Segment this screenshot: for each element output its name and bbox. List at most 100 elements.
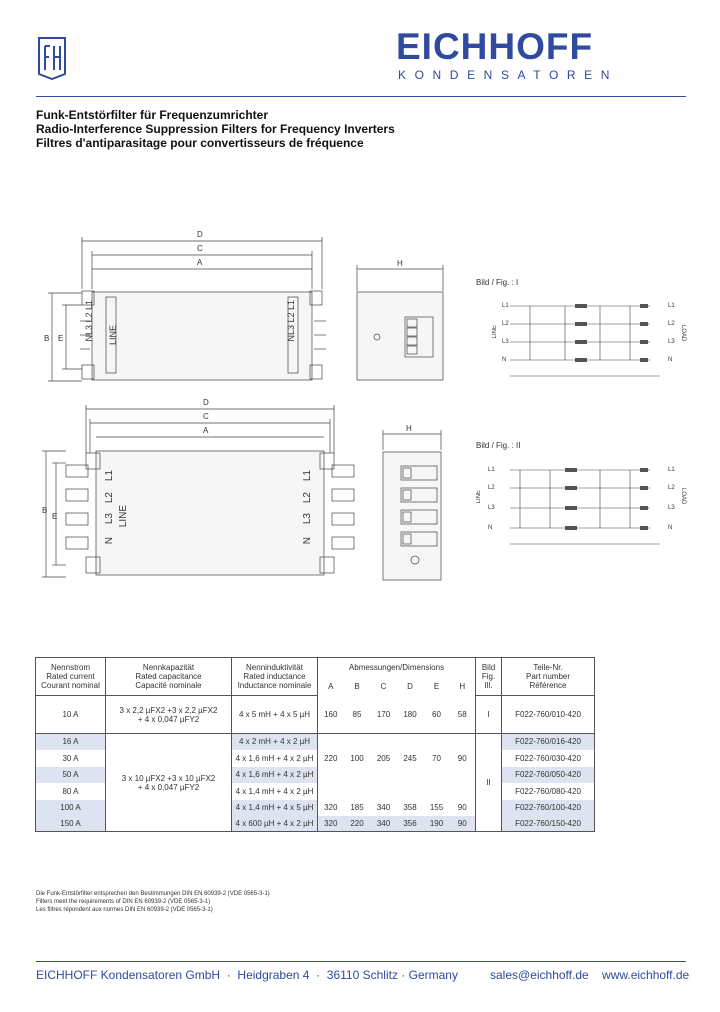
table-row: 30 A 4 x 1,6 mH + 4 x 2 µH 220 100 205 2… xyxy=(35,749,595,767)
filter-drawing-2-side xyxy=(382,430,442,581)
group2-capacitance-line1: 3 x 10 µFX2 +3 x 10 µFX2 xyxy=(121,773,216,783)
group2-dim-a: 220 xyxy=(324,753,338,763)
row1-capacitance: 3 x 2,2 µFX2 +3 x 2,2 µFX2 + 4 x 0,047 µ… xyxy=(105,695,232,734)
dim-label-e: E xyxy=(58,334,64,343)
footer-contact[interactable]: sales@eichhoff.de www.eichhoff.de xyxy=(490,968,690,982)
schem2-right-n: N xyxy=(668,525,673,531)
col-header-h: H xyxy=(459,682,466,691)
dim2-label-c: C xyxy=(203,412,209,421)
row5-part: F022-760/080-420 xyxy=(501,782,595,800)
schem1-left-l1: L1 xyxy=(502,303,509,309)
title-en: Radio-Interference Suppression Filters f… xyxy=(36,122,395,136)
row1-capacitance-line1: 3 x 2,2 µFX2 +3 x 2,2 µFX2 xyxy=(119,705,218,715)
group2b-dim-a: 320 xyxy=(324,803,338,812)
filter-drawing-2-front xyxy=(42,405,355,578)
col-header-d: D xyxy=(407,682,413,691)
row6-part: F022-760/100-420 xyxy=(501,799,595,816)
dim2-label-h: H xyxy=(406,424,412,433)
schematic-1 xyxy=(510,304,660,377)
row1-dim-h: 58 xyxy=(457,709,467,719)
row7-dim-a: 320 xyxy=(317,815,344,832)
row4-inductance: 4 x 1,6 mH + 4 x 2 µH xyxy=(231,766,318,783)
col-header-figure-en: Fig. xyxy=(481,672,496,681)
col-header-capacitance-de: Nennkapazität xyxy=(142,663,195,672)
group2-dim-h: 90 xyxy=(457,753,467,763)
row3-current: 30 A xyxy=(35,749,106,767)
row7-current: 150 A xyxy=(35,815,106,832)
figure-1-label: Bild / Fig. : I xyxy=(476,278,519,287)
table-row: 50 A 4 x 1,6 mH + 4 x 2 µH F022-760/050-… xyxy=(35,766,595,783)
row7-dim-c: 340 xyxy=(370,815,397,832)
drawing2-terminal-l2-left: L2 xyxy=(104,492,115,504)
group2b-dim-e: 155 xyxy=(429,803,444,812)
dim-label-d: D xyxy=(197,230,203,239)
col-header-capacitance-fr: Capacité nominale xyxy=(135,681,202,690)
row7-inductance: 4 x 600 µH + 4 x 2 µH xyxy=(231,815,318,832)
table-row: 150 A 4 x 600 µH + 4 x 2 µH 320 220 340 … xyxy=(35,815,595,832)
row1-dim-d: 180 xyxy=(403,709,417,719)
table-header-row: Nennstrom Rated current Courant nominal … xyxy=(35,657,595,696)
dim2-label-d: D xyxy=(203,398,209,407)
table-row: 10 A 3 x 2,2 µFX2 +3 x 2,2 µFX2 + 4 x 0,… xyxy=(35,695,595,734)
drawing2-terminal-n-left: N xyxy=(104,537,115,545)
schem2-line: LINE xyxy=(476,490,482,504)
drawing2-terminal-l3-left: L3 xyxy=(104,513,115,525)
col-header-e: E xyxy=(433,682,440,691)
col-header-part-fr: Référence xyxy=(529,681,567,690)
col-header-dimensions: Abmessungen/Dimensions xyxy=(317,657,476,678)
spec-table: Nennstrom Rated current Courant nominal … xyxy=(35,657,595,832)
dim-label-h: H xyxy=(397,259,403,268)
schem2-right-l1: L1 xyxy=(668,467,675,473)
row1-dim-b: 85 xyxy=(352,709,362,719)
row3-inductance: 4 x 1,6 mH + 4 x 2 µH xyxy=(231,749,318,767)
dim2-label-b: B xyxy=(42,506,48,515)
schem1-left-l3: L3 xyxy=(502,339,509,345)
row2-part: F022-760/016-420 xyxy=(501,733,595,750)
row2-current: 16 A xyxy=(35,733,106,750)
row4-part: F022-760/050-420 xyxy=(501,766,595,783)
col-header-part: Teile-Nr. Part number Référence xyxy=(501,657,595,696)
footnote-en: Filters meet the requirements of DIN EN … xyxy=(36,899,211,905)
drawing2-terminal-n-right: N xyxy=(302,537,313,545)
table-dim-header-row: A B C D E H xyxy=(36,678,595,696)
row7-part: F022-760/150-420 xyxy=(501,815,595,832)
footnote-fr: Les filtres répondent aux normes DIN EN … xyxy=(36,907,213,913)
schem1-right-l3: L3 xyxy=(668,339,675,345)
dim-label-a: A xyxy=(197,258,203,267)
row7-dim-h: 90 xyxy=(449,815,476,832)
footer-address: EICHHOFF Kondensatoren GmbH · Heidgraben… xyxy=(36,968,458,982)
brand-name: EICHHOFF xyxy=(396,26,594,67)
schem1-line: LINE xyxy=(492,325,498,339)
table-row: 80 A 4 x 1,4 mH + 4 x 2 µH F022-760/080-… xyxy=(35,782,595,800)
col-header-current-fr: Courant nominal xyxy=(41,681,100,690)
drawing2-terminal-l1-left: L1 xyxy=(104,470,115,482)
schem2-left-l3: L3 xyxy=(488,505,495,511)
col-header-figure-fr: Ill. xyxy=(484,681,493,690)
group2-capacitance-line2: + 4 x 0,047 µFY2 xyxy=(137,782,200,792)
group2-capacitance: 3 x 10 µFX2 +3 x 10 µFX2 + 4 x 0,047 µFY… xyxy=(105,733,232,832)
schem2-right-l3: L3 xyxy=(668,505,675,511)
filter-drawing-1-front xyxy=(48,237,326,382)
col-header-figure-de: Bild xyxy=(481,663,496,672)
col-header-b: B xyxy=(354,682,360,691)
drawing2-terminal-l1-right: L1 xyxy=(302,470,313,482)
col-header-inductance-fr: Inductance nominale xyxy=(237,681,312,690)
drawing2-line-word: LINE xyxy=(118,505,129,528)
dim2-label-a: A xyxy=(203,426,209,435)
row7-dim-b: 220 xyxy=(343,815,371,832)
drawing2-terminal-l2-right: L2 xyxy=(302,492,313,504)
col-header-part-en: Part number xyxy=(525,672,571,681)
col-header-figure: Bild Fig. Ill. xyxy=(475,657,502,696)
row6-inductance: 4 x 1,4 mH + 4 x 5 µH xyxy=(231,799,318,816)
schem1-load: LOAD xyxy=(680,325,686,342)
row7-dim-e: 190 xyxy=(423,815,450,832)
schem1-left-l2: L2 xyxy=(502,321,509,327)
table-row: 100 A 4 x 1,4 mH + 4 x 5 µH 320 185 340 … xyxy=(35,799,595,816)
row4-current: 50 A xyxy=(35,766,106,783)
footer-divider xyxy=(36,961,686,962)
group2-dim-e: 70 xyxy=(432,753,441,763)
dim-label-b: B xyxy=(44,334,50,343)
schem2-right-l2: L2 xyxy=(668,485,675,491)
col-header-inductance: Nenninduktivität Rated inductance Induct… xyxy=(231,657,318,696)
dim2-label-e: E xyxy=(52,512,58,521)
